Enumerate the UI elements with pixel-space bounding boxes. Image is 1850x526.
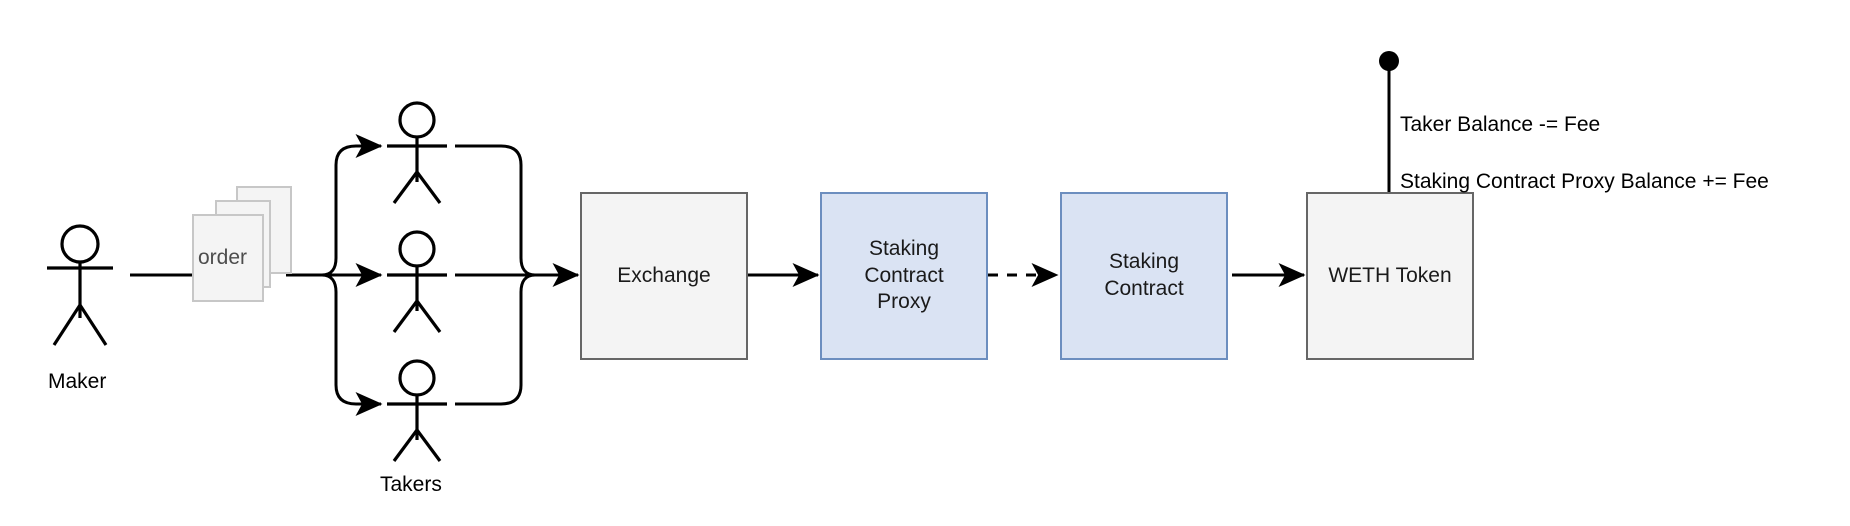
edge-orders-to-takers	[286, 134, 383, 416]
stick-figure-taker-2	[387, 230, 447, 333]
node-exchange[interactable]: Exchange	[580, 192, 748, 360]
label-maker-text: Maker	[48, 370, 107, 393]
stick-figure-maker	[47, 224, 113, 346]
edge-takers-to-exchange	[455, 144, 580, 406]
annotation-line-2: Staking Contract Proxy Balance += Fee	[1400, 170, 1769, 194]
annotation-dot	[1379, 51, 1399, 71]
node-staking-contract-label: Staking Contract	[1104, 250, 1184, 300]
order-card-front-label: order	[198, 246, 248, 269]
node-staking-contract-proxy-label: Staking Contract Proxy	[864, 236, 944, 314]
node-staking-contract[interactable]: Staking Contract	[1060, 192, 1228, 360]
label-maker: Maker	[48, 370, 106, 394]
node-weth-token[interactable]: WETH Token	[1306, 192, 1474, 360]
label-takers-text: Takers	[380, 473, 442, 496]
stick-figure-taker-3	[387, 359, 447, 462]
order-card-front[interactable]: order	[192, 214, 264, 302]
node-exchange-label: Exchange	[617, 263, 711, 287]
annotation-line-1: Taker Balance -= Fee	[1400, 113, 1601, 137]
node-weth-token-label: WETH Token	[1328, 263, 1452, 287]
node-staking-contract-proxy[interactable]: Staking Contract Proxy	[820, 192, 988, 360]
label-takers: Takers	[380, 473, 442, 497]
stick-figure-taker-1	[387, 101, 447, 204]
annotation-weth-callout: Taker Balance -= Fee Staking Contract Pr…	[1400, 83, 1769, 225]
annotation-leader-line	[1379, 51, 1399, 195]
